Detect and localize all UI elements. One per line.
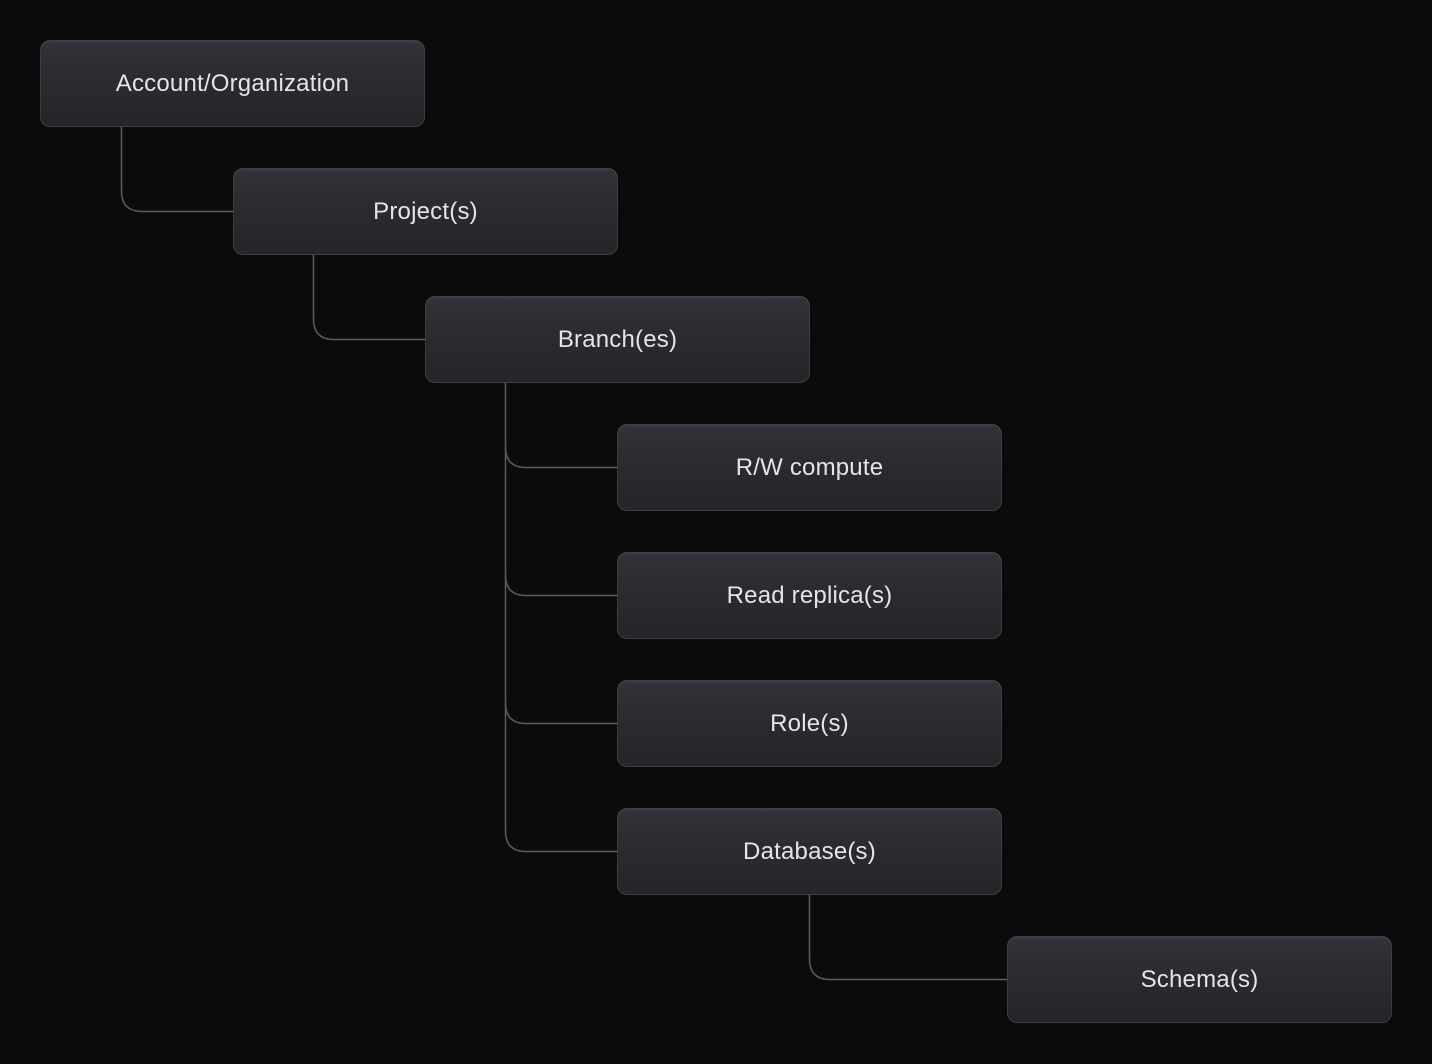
node-rw-compute-label: R/W compute — [735, 453, 884, 481]
connector-branches-read-replicas — [504, 574, 617, 597]
node-projects: Project(s) — [233, 168, 618, 255]
node-projects-label: Project(s) — [373, 197, 478, 225]
node-branches-label: Branch(es) — [557, 325, 678, 353]
node-schemas: Schema(s) — [1007, 936, 1392, 1023]
connector-account-projects — [120, 127, 233, 213]
node-read-replicas-label: Read replica(s) — [726, 581, 893, 609]
connector-branches-trunk-databases — [504, 383, 617, 853]
connector-branches-roles — [504, 702, 617, 725]
connector-branches-rw-compute — [504, 446, 617, 469]
node-roles: Role(s) — [617, 680, 1002, 767]
node-account-organization: Account/Organization — [40, 40, 425, 127]
node-schemas-label: Schema(s) — [1140, 965, 1259, 993]
connector-projects-branches — [312, 255, 425, 341]
connector-databases-schemas — [808, 895, 1007, 981]
node-rw-compute: R/W compute — [617, 424, 1002, 511]
node-databases: Database(s) — [617, 808, 1002, 895]
node-account-organization-label: Account/Organization — [115, 69, 350, 97]
node-branches: Branch(es) — [425, 296, 810, 383]
node-databases-label: Database(s) — [743, 837, 876, 865]
node-roles-label: Role(s) — [770, 709, 849, 737]
node-read-replicas: Read replica(s) — [617, 552, 1002, 639]
